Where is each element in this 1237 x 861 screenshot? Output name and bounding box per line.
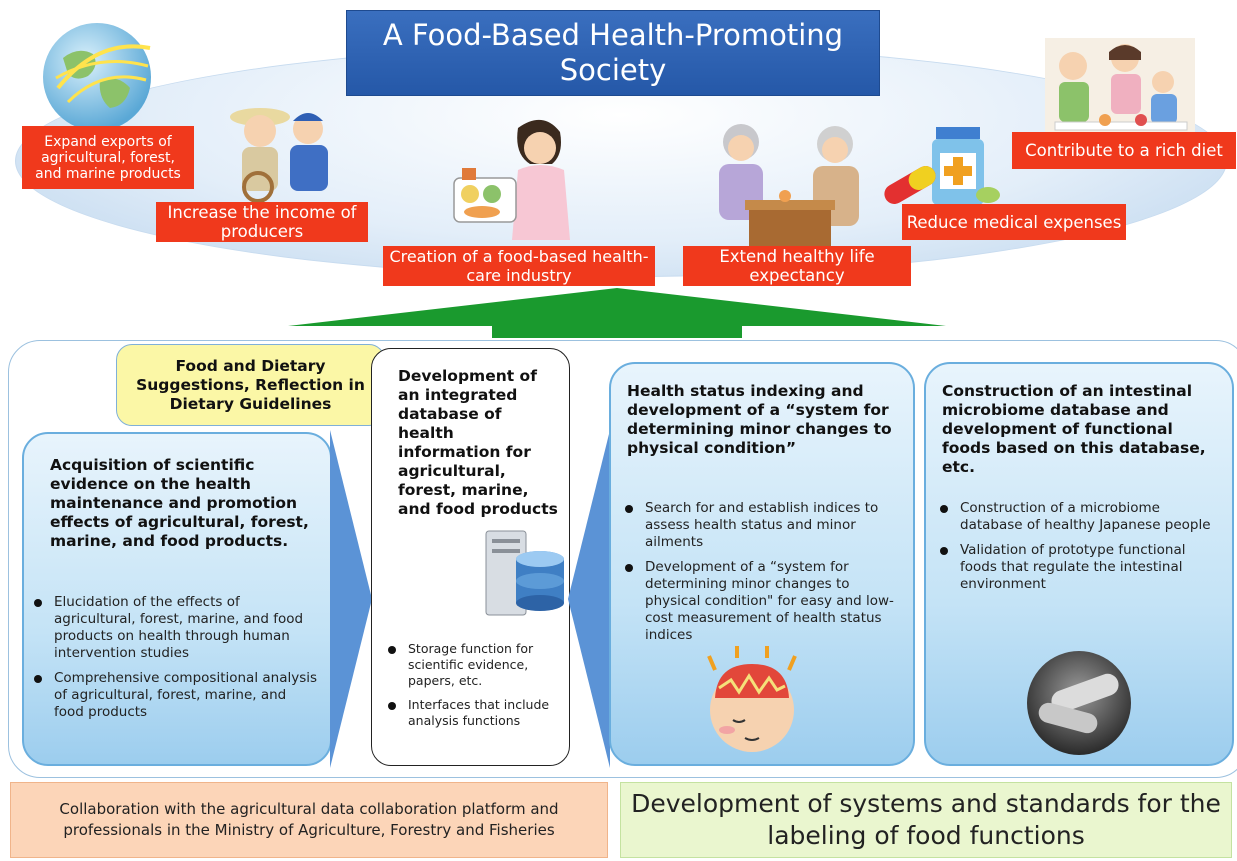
goal-increase-income: Increase the income of producers xyxy=(156,202,368,242)
panel-microbiome-title: Construction of an intestinal microbiome… xyxy=(942,382,1206,476)
nurse-meal-icon xyxy=(453,119,570,240)
list-item: Search for and establish indices to asse… xyxy=(623,500,905,551)
list-item: Interfaces that include analysis functio… xyxy=(386,697,561,729)
goal-rich-diet: Contribute to a rich diet xyxy=(1012,132,1236,169)
globe-icon xyxy=(43,23,151,131)
list-item: Elucidation of the effects of agricultur… xyxy=(32,594,320,662)
goal-expand-exports: Expand exports of agricultural, forest, … xyxy=(22,126,194,189)
blue-right-arrow xyxy=(330,430,372,768)
bacteria-icon xyxy=(1027,651,1131,755)
panel-scientific-evidence: Acquisition of scientific evidence on th… xyxy=(22,432,332,766)
elderly-couple-icon xyxy=(719,124,859,246)
medicine-icon xyxy=(884,127,1000,205)
panel-health-status: Health status indexing and development o… xyxy=(609,362,915,766)
panel-health-bullets: Search for and establish indices to asse… xyxy=(623,500,905,652)
head-brain-icon xyxy=(707,646,797,752)
family-dining-icon xyxy=(1045,38,1195,148)
panel-integrated-database: Development of an integrated database of… xyxy=(371,348,570,766)
green-up-arrow xyxy=(288,288,946,338)
panel-database-bullets: Storage function for scientific evidence… xyxy=(386,641,561,737)
footer-collaboration: Collaboration with the agricultural data… xyxy=(10,782,608,858)
goal-healthy-life-expectancy: Extend healthy life expectancy xyxy=(683,246,911,286)
panel-evidence-title: Acquisition of scientific evidence on th… xyxy=(50,456,309,550)
page-title: A Food-Based Health-Promoting Society xyxy=(346,10,880,96)
panel-microbiome-bullets: Construction of a microbiome database of… xyxy=(938,500,1222,601)
panel-microbiome: Construction of an intestinal microbiome… xyxy=(924,362,1234,766)
list-item: Comprehensive compositional analysis of … xyxy=(32,670,320,721)
farmers-icon xyxy=(230,108,328,203)
list-item: Validation of prototype functional foods… xyxy=(938,542,1222,593)
goal-reduce-medical-expenses: Reduce medical expenses xyxy=(902,204,1126,240)
panel-health-title: Health status indexing and development o… xyxy=(627,382,892,457)
list-item: Development of a “system for determining… xyxy=(623,559,905,644)
list-item: Construction of a microbiome database of… xyxy=(938,500,1222,534)
dietary-suggestions-box: Food and Dietary Suggestions, Reflection… xyxy=(116,344,385,426)
list-item: Storage function for scientific evidence… xyxy=(386,641,561,689)
panel-database-title: Development of an integrated database of… xyxy=(398,367,558,518)
database-server-icon xyxy=(485,530,564,616)
panel-evidence-bullets: Elucidation of the effects of agricultur… xyxy=(32,594,320,729)
footer-labeling-standards: Development of systems and standards for… xyxy=(620,782,1232,858)
goal-food-health-industry: Creation of a food-based health-care ind… xyxy=(383,246,655,286)
blue-left-arrow xyxy=(568,430,610,768)
